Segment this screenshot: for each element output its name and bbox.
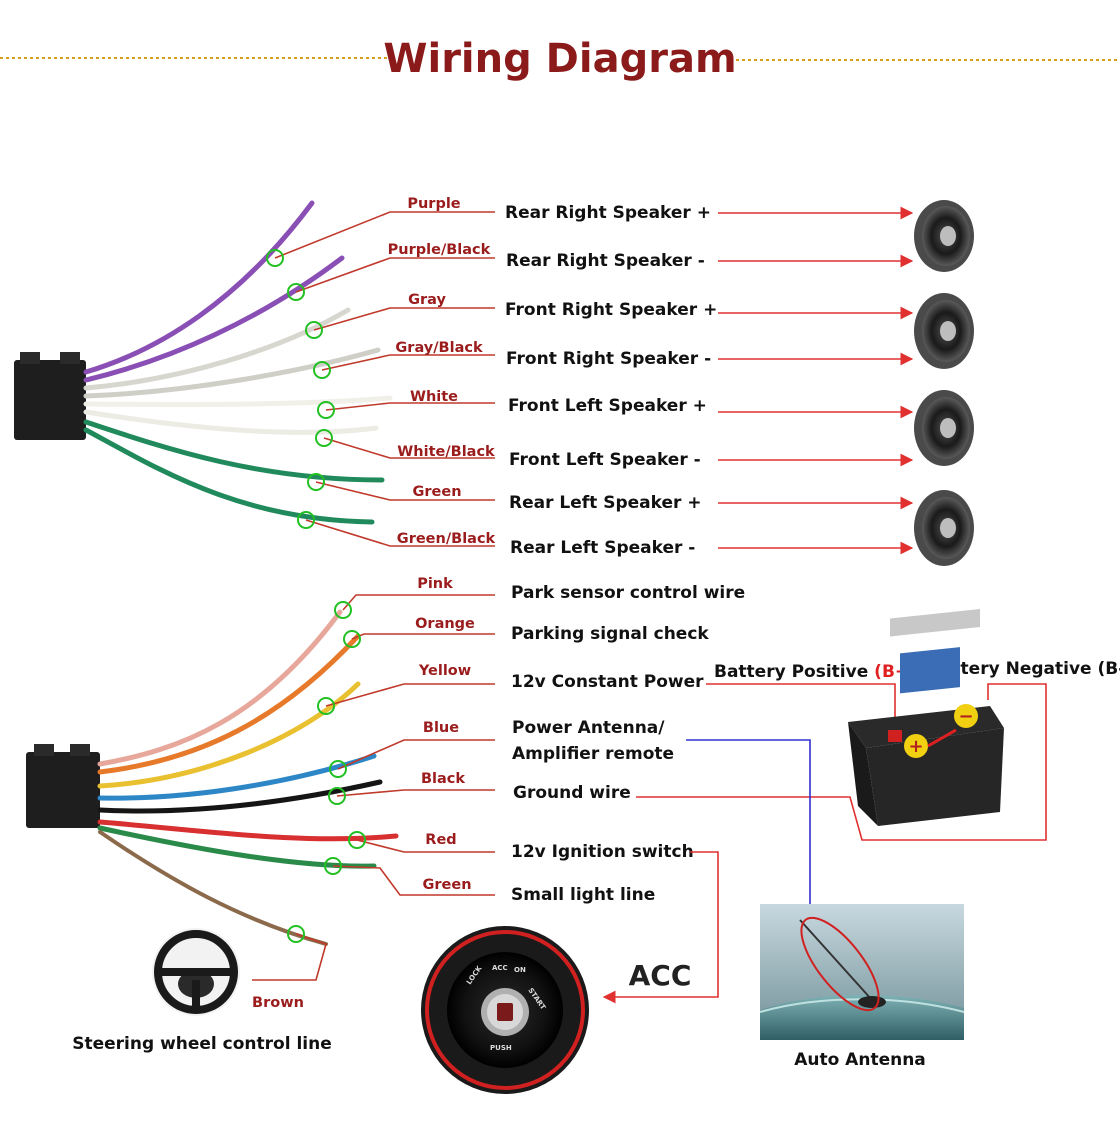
wire-label-white-black: White/Black [397, 444, 495, 460]
wire-label-green: Green [412, 484, 461, 500]
ignition-switch-icon: LOCK ACC ON START PUSH [421, 926, 589, 1094]
wire-label-yellow: Yellow [418, 663, 471, 679]
battery-negative-label: Battery Negative (B-) [928, 659, 1120, 679]
func-rear-left-minus: Rear Left Speaker - [510, 538, 695, 558]
battery-plus-symbol: + [908, 736, 923, 757]
steering-wheel-group: Steering wheel control line [72, 928, 332, 1054]
steering-wheel-icon [152, 928, 240, 1016]
bottom-wires [97, 609, 399, 946]
func-rear-left-plus: Rear Left Speaker + [509, 493, 702, 513]
top-wires [83, 200, 393, 525]
func-ground: Ground wire [513, 783, 631, 803]
func-front-right-plus: Front Right Speaker + [505, 300, 717, 320]
func-rear-right-plus: Rear Right Speaker + [505, 203, 711, 223]
bottom-marker-circles [287, 601, 366, 943]
wire-label-purple: Purple [407, 196, 460, 212]
ring-word-on: ON [514, 966, 526, 974]
func-power-antenna-line2: Amplifier remote [512, 744, 674, 764]
wire-label-green-small-light: Green [422, 877, 471, 893]
speaker-icon [914, 390, 974, 466]
func-power-antenna-line1: Power Antenna/ [512, 718, 665, 738]
top-wire-color-labels: Purple Purple/Black Gray Gray/Black Whit… [388, 196, 496, 547]
func-front-left-plus: Front Left Speaker + [508, 396, 707, 416]
page-title: Wiring Diagram [383, 36, 736, 82]
antenna-caption: Auto Antenna [794, 1050, 926, 1070]
top-marker-circles [266, 249, 335, 529]
func-constant-power: 12v Constant Power [511, 672, 704, 692]
wire-label-black: Black [421, 771, 465, 787]
speaker-icon [914, 490, 974, 566]
bottom-leader-lines [252, 594, 495, 981]
speaker-arrows [718, 206, 914, 555]
wire-label-white: White [410, 389, 458, 405]
bottom-wire-color-labels: Pink Orange Yellow Blue Black Red Green … [252, 576, 475, 1011]
func-front-left-minus: Front Left Speaker - [509, 450, 701, 470]
wire-label-gray: Gray [408, 292, 446, 308]
antenna-photo [759, 904, 965, 1040]
battery-positive-label: Battery Positive (B+) [714, 662, 917, 682]
wire-label-blue: Blue [423, 720, 459, 736]
battery-minus-symbol: − [958, 706, 973, 727]
bottom-connector-plug [26, 744, 100, 828]
ring-word-acc: ACC [492, 964, 508, 972]
wire-label-pink: Pink [417, 576, 453, 592]
battery: Battery Positive (B+) Battery Negative (… [714, 608, 1120, 826]
top-connector-plug [14, 352, 86, 440]
top-function-labels: Rear Right Speaker + Rear Right Speaker … [505, 203, 717, 558]
func-ignition: 12v Ignition switch [511, 842, 694, 862]
steering-wheel-caption: Steering wheel control line [72, 1034, 332, 1054]
func-parking-signal: Parking signal check [511, 624, 709, 644]
title-block: Wiring Diagram [0, 36, 1120, 82]
wire-label-orange: Orange [415, 616, 475, 632]
bottom-function-labels: Park sensor control wire Parking signal … [511, 583, 745, 905]
acc-label: ACC [629, 959, 692, 992]
top-leader-lines [274, 211, 495, 547]
auto-antenna: Auto Antenna [759, 904, 965, 1070]
wire-label-red: Red [425, 832, 456, 848]
ring-word-push: PUSH [490, 1044, 512, 1052]
device-connection-lines [602, 683, 1047, 1004]
func-rear-right-minus: Rear Right Speaker - [506, 251, 705, 271]
func-small-light: Small light line [511, 885, 655, 905]
func-park-sensor: Park sensor control wire [511, 583, 745, 603]
speaker-icon [914, 200, 974, 272]
battery-body: + − [848, 608, 1004, 826]
wire-label-brown: Brown [252, 995, 304, 1011]
wire-label-purple-black: Purple/Black [388, 242, 491, 258]
wire-label-gray-black: Gray/Black [395, 340, 483, 356]
acc-ignition: ACC LOCK ACC ON START PUSH [421, 926, 691, 1094]
func-front-right-minus: Front Right Speaker - [506, 349, 711, 369]
speaker-icon [914, 293, 974, 369]
wire-label-green-black: Green/Black [397, 531, 496, 547]
